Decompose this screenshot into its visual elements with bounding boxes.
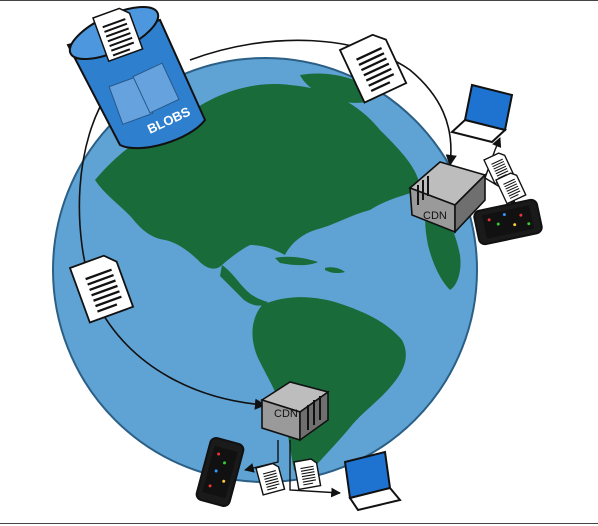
document-icon: [495, 172, 527, 205]
document-icon: [68, 254, 135, 324]
laptop-icon: [449, 83, 514, 144]
database-icon: BLOBS: [66, 5, 207, 150]
cdn-label-top: CDN: [423, 210, 447, 222]
top-border-line: [0, 0, 598, 1]
server-icon: CDN: [260, 381, 330, 442]
document-icon: [293, 458, 322, 491]
document-icon: [338, 33, 408, 104]
laptop-icon: [343, 450, 402, 512]
document-icon: [92, 7, 144, 63]
document-icon: [255, 462, 286, 496]
server-icon: CDN: [408, 161, 487, 235]
bottom-border-line: [0, 523, 598, 524]
smartphone-icon: [195, 437, 245, 507]
cdn-label-bottom: CDN: [274, 408, 298, 420]
smartphone-icon: [473, 198, 543, 246]
